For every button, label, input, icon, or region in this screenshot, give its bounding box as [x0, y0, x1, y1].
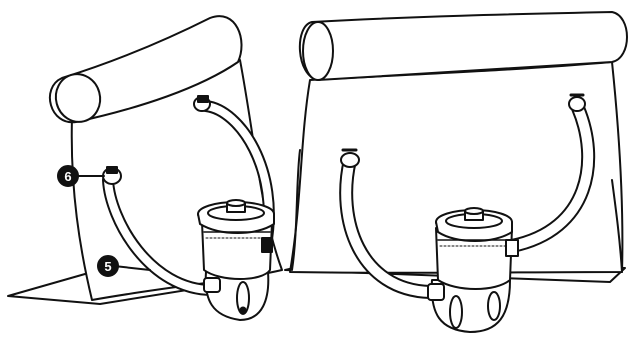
left-ring-end [54, 73, 102, 123]
callout-5-label: 5 [104, 259, 111, 274]
left-upper-fitting [193, 95, 211, 112]
right-pump-intake [427, 283, 445, 301]
right-hoses [339, 93, 596, 299]
right-wall-fold-2 [611, 179, 623, 273]
right-filter-pump [427, 207, 519, 333]
left-pump-outlet [261, 237, 273, 253]
right-left-fitting [340, 148, 360, 168]
left-pump-body [201, 221, 273, 280]
right-ring-end [302, 21, 334, 81]
right-pump-body [435, 227, 513, 290]
left-filter-pump [197, 199, 275, 321]
right-wall-fold [291, 149, 301, 271]
callout-6-label: 6 [64, 169, 71, 184]
right-pump-outlet [505, 239, 519, 257]
left-pump-intake [203, 277, 221, 293]
callout-5: 5 [97, 255, 151, 277]
left-lower-fitting [102, 166, 122, 185]
callout-6: 6 [57, 165, 105, 187]
right-right-fitting [568, 93, 586, 112]
